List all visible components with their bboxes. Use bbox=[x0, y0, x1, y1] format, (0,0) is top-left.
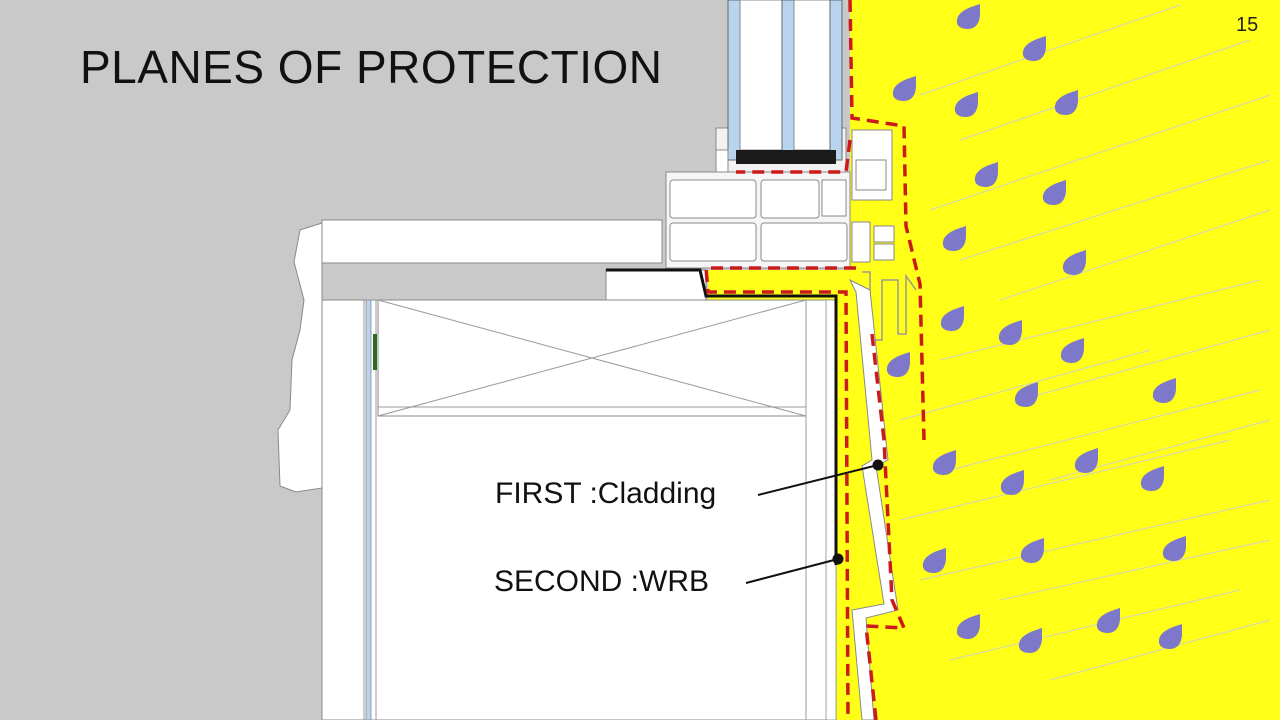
leader-second bbox=[745, 558, 839, 584]
protection-boundary bbox=[848, 0, 926, 441]
glazing-spacer bbox=[739, 0, 783, 151]
protection-boundary bbox=[864, 333, 907, 720]
page-number: 15 bbox=[1236, 14, 1259, 36]
frame-chamber bbox=[873, 243, 895, 261]
glass-strip bbox=[365, 299, 372, 720]
wall-section bbox=[321, 299, 837, 720]
callout-second-wrb: SECOND :WRB bbox=[494, 565, 710, 598]
header-cross-b bbox=[377, 299, 807, 417]
glazing-pane bbox=[781, 0, 795, 161]
interior-casing bbox=[277, 222, 323, 493]
sill-block bbox=[605, 269, 707, 301]
frame-chamber bbox=[760, 179, 820, 219]
glazing-spacer bbox=[793, 0, 831, 151]
frame-chamber bbox=[669, 179, 757, 219]
glazing-pane bbox=[727, 0, 741, 161]
protection-boundary bbox=[704, 266, 856, 720]
frame-chamber bbox=[669, 222, 757, 262]
glazing-pane bbox=[829, 0, 843, 161]
interior-stool bbox=[321, 219, 663, 264]
rain-zone bbox=[708, 0, 1280, 720]
glazing-stop bbox=[715, 149, 729, 173]
frame-chamber bbox=[873, 225, 895, 243]
leader-second-dot bbox=[832, 553, 844, 565]
frame-chamber bbox=[851, 221, 871, 263]
cladding bbox=[848, 278, 899, 720]
callout-first-cladding: FIRST :Cladding bbox=[495, 477, 717, 510]
exterior-frame-leg bbox=[855, 159, 887, 191]
wrb-line bbox=[606, 268, 838, 565]
glazing-seal bbox=[736, 150, 836, 164]
frame-chamber bbox=[821, 179, 847, 217]
rain-streaks bbox=[899, 4, 1271, 681]
leader-first-dot bbox=[872, 459, 884, 471]
slide-title: PLANES OF PROTECTION bbox=[80, 41, 663, 93]
frame-chamber bbox=[760, 222, 848, 262]
green-seal bbox=[373, 334, 377, 370]
protection-boundary bbox=[736, 139, 852, 174]
exterior-frame-leg bbox=[851, 129, 893, 201]
leader-first bbox=[757, 464, 879, 496]
